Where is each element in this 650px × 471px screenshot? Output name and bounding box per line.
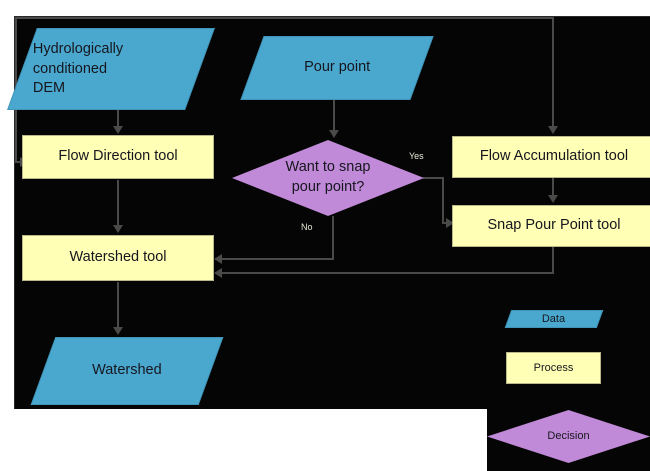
node-watershed-tool[interactable]: Watershed tool (22, 235, 214, 281)
node-flow-accumulation-tool[interactable]: Flow Accumulation tool (452, 136, 650, 178)
connector-snap-to-watershedtool-horizontal (222, 272, 554, 274)
connector-flowdir-to-watershedtool-arrowhead (113, 225, 123, 233)
connector-to-flowaccum-vertical (552, 17, 554, 127)
connector-no-arrowhead (214, 254, 222, 264)
connector-yes-horizontal (423, 177, 444, 179)
node-pour-point-label: Pour point (303, 59, 371, 76)
node-flow-direction-tool[interactable]: Flow Direction tool (22, 135, 214, 179)
connector-flowaccum-to-snap-arrowhead (548, 195, 558, 203)
connector-dem-to-flowdir-arrowhead (113, 126, 123, 134)
legend-item-data-label: Data (542, 312, 566, 325)
node-flow-direction-tool-label: Flow Direction tool (58, 148, 178, 165)
node-hydrologically-conditioned-dem-label: Hydrologically conditioned DEM (33, 40, 124, 96)
legend-item-decision-label: Decision (547, 430, 590, 443)
node-pour-point[interactable]: Pour point (240, 36, 434, 100)
connector-snap-to-watershedtool-arrowhead (214, 268, 222, 278)
node-snap-pour-point-tool[interactable]: Snap Pour Point tool (452, 205, 650, 247)
node-watershed-label: Watershed (92, 362, 162, 379)
connector-no-horizontal (222, 258, 334, 260)
legend-item-process: Process (506, 352, 601, 384)
connector-watershedtool-to-watershed (117, 282, 119, 328)
connector-yes-vertical (442, 177, 444, 223)
connector-pourpoint-to-decision (333, 100, 335, 132)
connector-dem-to-flowdir (117, 107, 119, 128)
connector-pourpoint-to-decision-arrowhead (329, 130, 339, 138)
connector-snap-to-watershedtool-vertical (552, 247, 554, 273)
connector-watershedtool-to-watershed-arrowhead (113, 327, 123, 335)
node-hydrologically-conditioned-dem[interactable]: Hydrologically conditioned DEM (7, 28, 215, 110)
connector-flowaccum-to-snap (552, 178, 554, 196)
connector-to-flowaccum-arrowhead (548, 126, 558, 134)
node-watershed[interactable]: Watershed (30, 337, 224, 405)
edge-label-yes: Yes (409, 151, 424, 161)
legend-item-data: Data (504, 310, 604, 328)
connector-flowdir-to-watershedtool (117, 180, 119, 226)
edge-label-no: No (301, 222, 313, 232)
legend-item-process-label: Process (533, 361, 574, 374)
node-snap-pour-point-tool-label: Snap Pour Point tool (487, 217, 621, 234)
node-flow-accumulation-tool-label: Flow Accumulation tool (479, 148, 629, 165)
node-watershed-tool-label: Watershed tool (69, 249, 167, 266)
node-decision-label: Want to snap pour point? (285, 159, 371, 195)
connector-yes-arrowhead (446, 218, 454, 228)
connector-top-horizontal (15, 17, 553, 19)
connector-no-vertical (332, 216, 334, 260)
